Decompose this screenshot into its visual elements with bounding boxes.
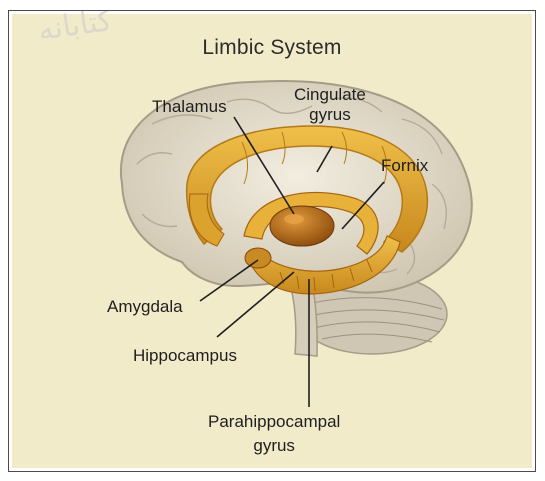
figure-title: Limbic System xyxy=(12,36,532,60)
amygdala-shape xyxy=(245,248,271,268)
label-parahippocampal-line2: gyrus xyxy=(208,436,340,456)
figure-background: کتابانه Limbic System Thalamus Cingulate… xyxy=(12,14,532,468)
label-hippocampus: Hippocampus xyxy=(133,346,237,366)
label-cingulate-line2: gyrus xyxy=(294,105,366,125)
brain-illustration xyxy=(12,14,534,470)
label-thalamus: Thalamus xyxy=(152,97,227,117)
label-cingulate-gyrus: Cingulate gyrus xyxy=(294,85,366,125)
label-parahippocampal-gyrus: Parahippocampal gyrus xyxy=(208,412,340,456)
label-fornix: Fornix xyxy=(381,156,428,176)
label-cingulate-line1: Cingulate xyxy=(294,85,366,105)
label-amygdala: Amygdala xyxy=(107,297,183,317)
label-parahippocampal-line1: Parahippocampal xyxy=(208,412,340,432)
figure-frame: کتابانه Limbic System Thalamus Cingulate… xyxy=(8,10,536,472)
thalamus-shape xyxy=(270,206,334,246)
